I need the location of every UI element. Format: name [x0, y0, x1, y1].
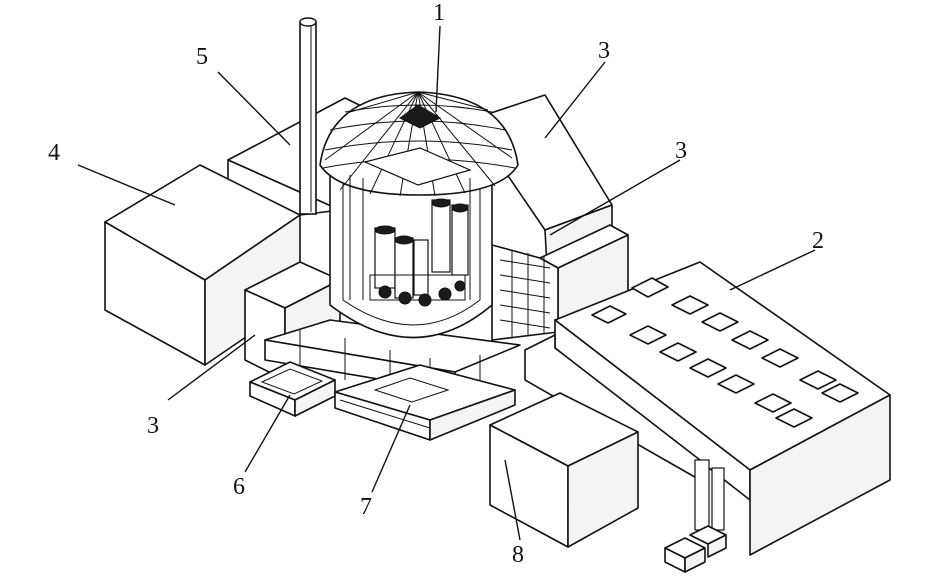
reactor-containment: [319, 91, 519, 339]
leader-3c: [167, 334, 256, 401]
building-2: [524, 261, 891, 573]
leader-6: [244, 394, 291, 473]
leader-1: [435, 25, 441, 113]
label-4: 4: [48, 140, 60, 166]
chimney: [299, 17, 317, 215]
building-7: [334, 364, 516, 441]
external-pipes: [664, 459, 727, 573]
leader-7: [371, 404, 411, 493]
stair-structure: [499, 250, 551, 338]
building-6: [249, 361, 336, 417]
label-3-right: 3: [675, 138, 687, 164]
leader-2: [729, 249, 816, 291]
building-8: [489, 392, 639, 548]
leader-3b: [549, 159, 681, 236]
label-7: 7: [360, 494, 372, 520]
leader-4: [77, 164, 176, 206]
label-3-top: 3: [598, 38, 610, 64]
rooftop-units: [591, 277, 859, 428]
leader-8: [504, 459, 521, 541]
label-6: 6: [233, 474, 245, 500]
leader-3a: [544, 61, 606, 139]
label-1: 1: [433, 0, 445, 26]
label-2: 2: [812, 228, 824, 254]
label-8: 8: [512, 542, 524, 568]
building-4: [104, 164, 301, 366]
leader-lines: [77, 25, 816, 541]
label-3-left: 3: [147, 413, 159, 439]
labels: 1 2 3 3 3 4 5 6 7 8: [48, 0, 824, 568]
reactor-internals: [349, 175, 471, 307]
leader-5: [217, 71, 291, 146]
label-5: 5: [196, 44, 208, 70]
